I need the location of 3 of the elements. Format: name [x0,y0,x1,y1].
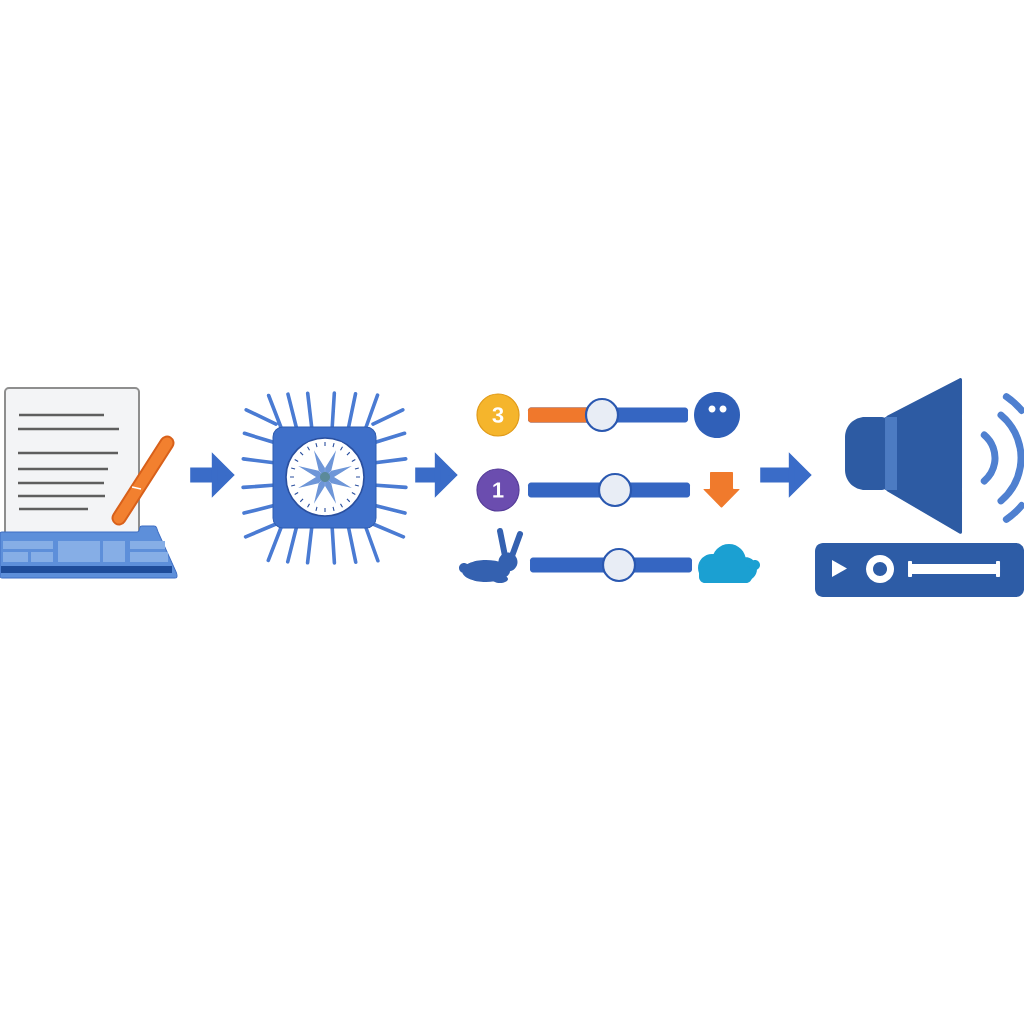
chip-icon [241,391,408,565]
number-badge: 1 [476,468,520,512]
number-badge: 3 [476,393,520,437]
